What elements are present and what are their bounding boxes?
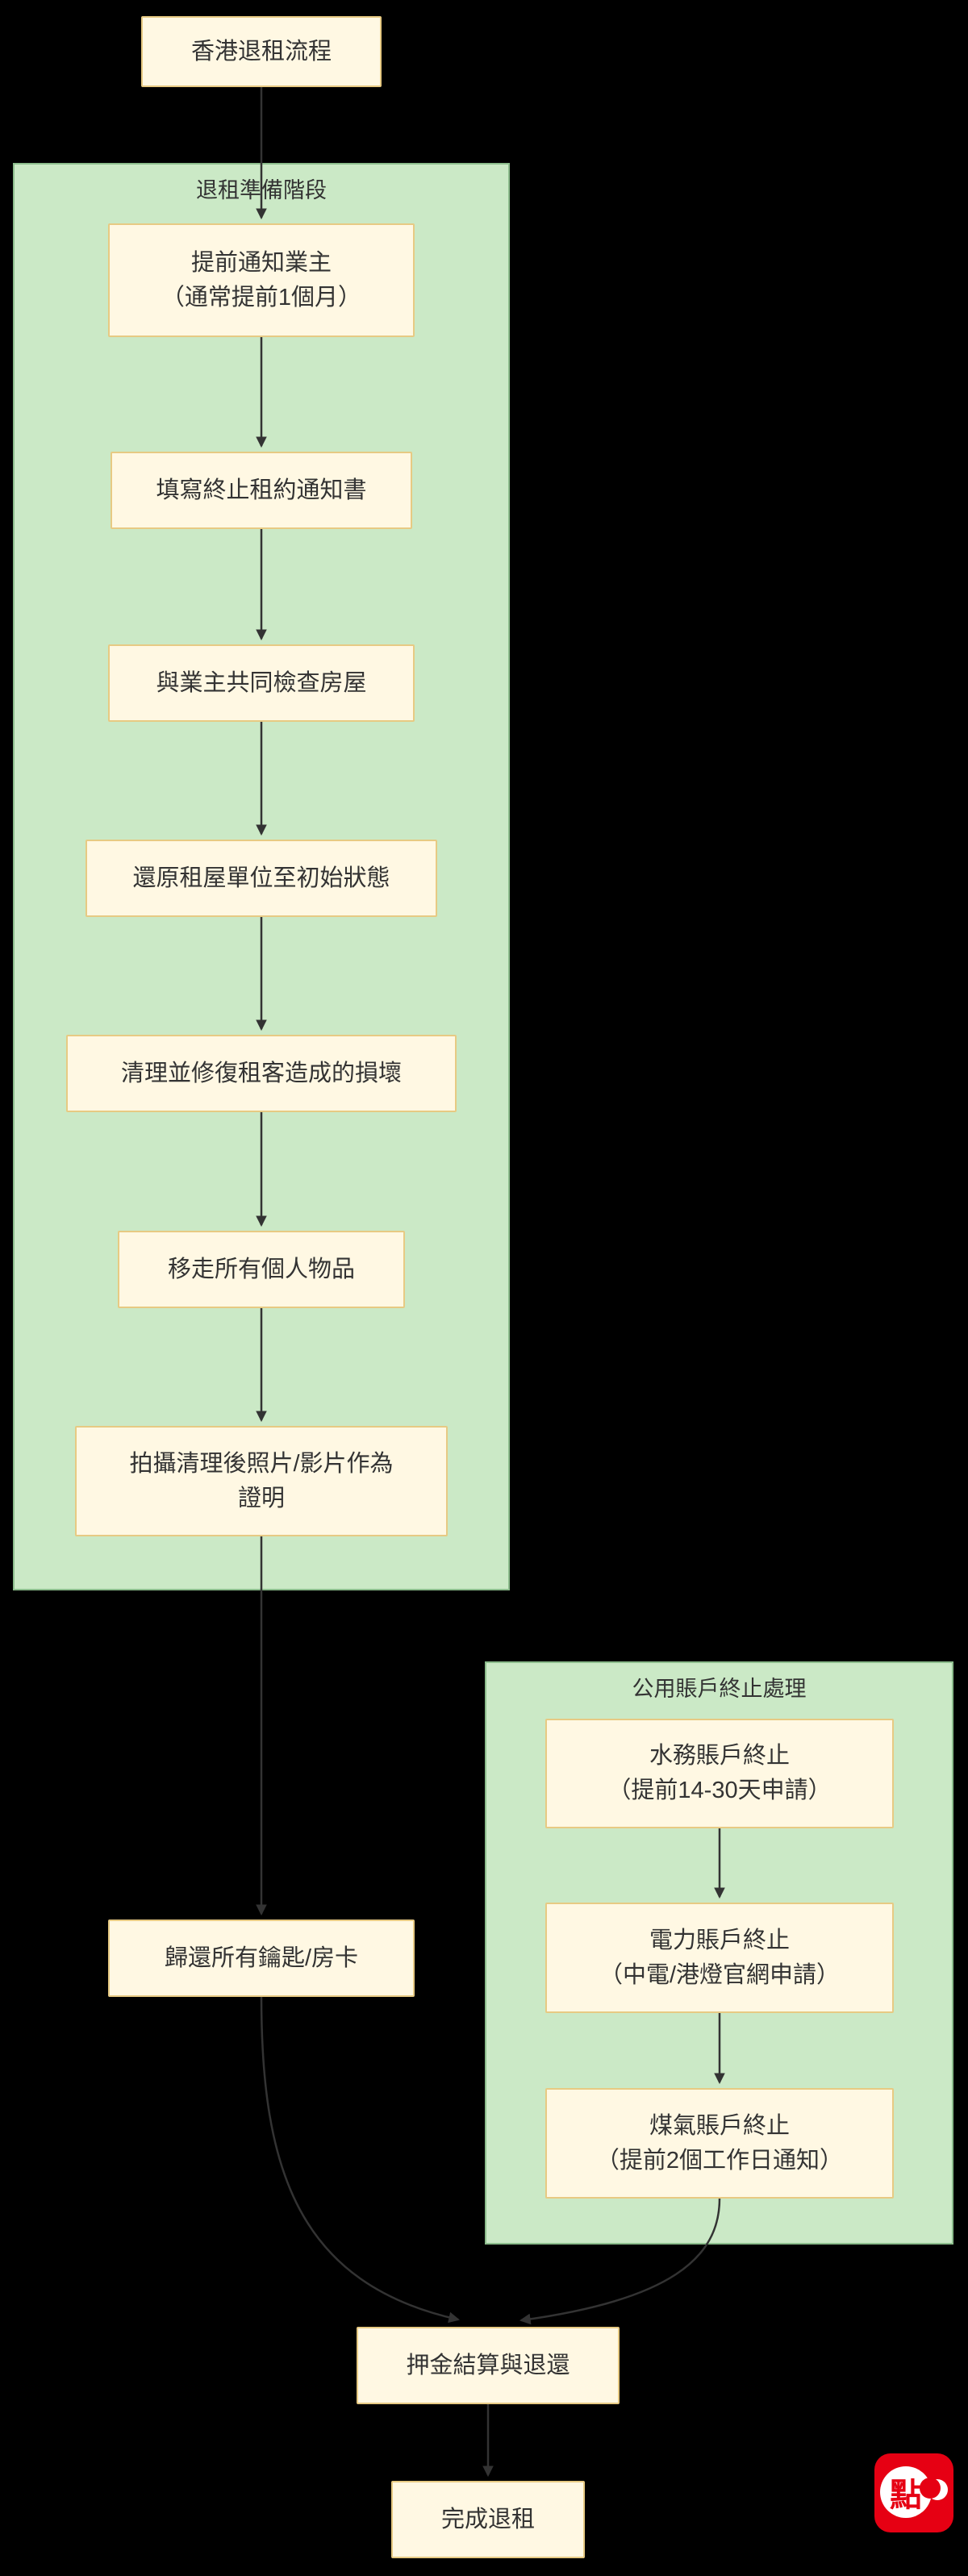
node-notify-landlord: 提前通知業主 （通常提前1個月） — [108, 223, 415, 337]
node-return-keys: 歸還所有鑰匙/房卡 — [108, 1919, 415, 1997]
node-restore-unit-label: 還原租屋單位至初始狀態 — [132, 865, 390, 891]
node-termination-notice-label: 填寫終止租約通知書 — [156, 477, 367, 503]
node-notify-landlord-line2: （通常提前1個月） — [161, 284, 362, 311]
node-complete: 完成退租 — [391, 2481, 585, 2558]
logo-crescent-icon — [920, 2478, 948, 2500]
edge-gas-to-deposit — [519, 2198, 721, 2325]
node-remove-belongings: 移走所有個人物品 — [118, 1231, 405, 1308]
node-gas-account-line2: （提前2個工作日通知） — [595, 2147, 844, 2174]
dotdotnews-logo: 點 — [874, 2453, 953, 2532]
node-complete-label: 完成退租 — [440, 2506, 535, 2532]
node-joint-inspection-label: 與業主共同檢查房屋 — [156, 669, 367, 696]
node-start: 香港退租流程 — [141, 16, 382, 87]
node-termination-notice: 填寫終止租約通知書 — [111, 452, 412, 529]
edge-keys-to-deposit — [260, 1996, 461, 2324]
node-repair-damage: 清理並修復租客造成的損壞 — [66, 1035, 457, 1112]
node-electric-account-line2: （中電/港燈官網申請） — [599, 1961, 841, 1988]
node-water-account: 水務賬戶終止 （提前14-30天申請） — [545, 1719, 894, 1828]
node-water-account-line2: （提前14-30天申請） — [607, 1778, 832, 1803]
node-start-label: 香港退租流程 — [190, 38, 332, 65]
node-return-keys-label: 歸還所有鑰匙/房卡 — [164, 1945, 359, 1971]
node-deposit-settlement-label: 押金結算與退還 — [406, 2352, 570, 2378]
node-gas-account-line1: 煤氣賬戶終止 — [649, 2112, 790, 2139]
node-electric-account-line1: 電力賬戶終止 — [649, 1927, 790, 1953]
node-remove-belongings-label: 移走所有個人物品 — [167, 1256, 355, 1282]
node-photo-evidence-line1: 拍攝清理後照片/影片作為 — [129, 1450, 394, 1477]
node-water-account-line1: 水務賬戶終止 — [649, 1743, 790, 1769]
node-deposit-settlement: 押金結算與退還 — [357, 2327, 620, 2404]
node-restore-unit: 還原租屋單位至初始狀態 — [86, 840, 437, 917]
cluster-utilities-label: 公用賬戶終止處理 — [632, 1677, 807, 1701]
node-electric-account: 電力賬戶終止 （中電/港燈官網申請） — [545, 1903, 894, 2013]
node-gas-account: 煤氣賬戶終止 （提前2個工作日通知） — [545, 2088, 894, 2199]
node-repair-damage-label: 清理並修復租客造成的損壞 — [120, 1060, 402, 1086]
logo-character: 點 — [890, 2478, 922, 2513]
node-photo-evidence-line2: 證明 — [237, 1485, 285, 1511]
node-notify-landlord-line1: 提前通知業主 — [190, 249, 332, 276]
node-joint-inspection: 與業主共同檢查房屋 — [108, 644, 415, 722]
node-photo-evidence: 拍攝清理後照片/影片作為 證明 — [75, 1426, 448, 1536]
